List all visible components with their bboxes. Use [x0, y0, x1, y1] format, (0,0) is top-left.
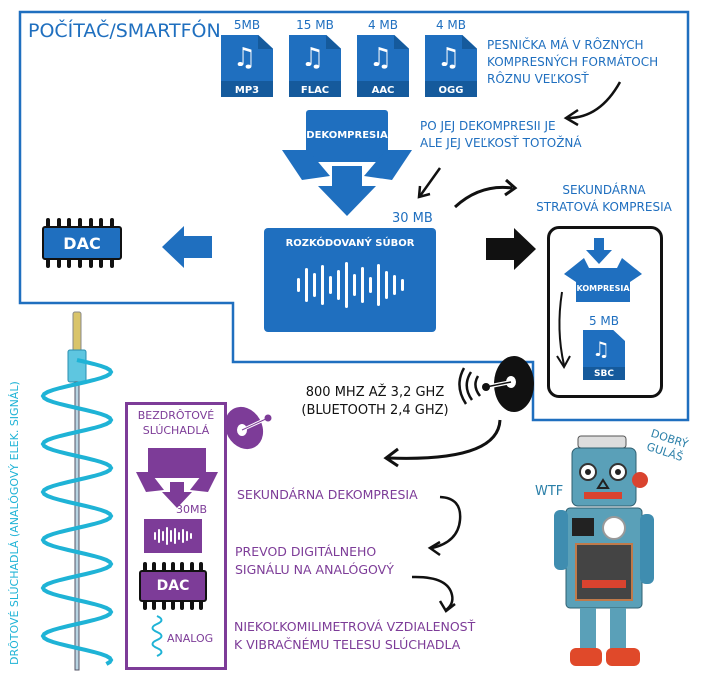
- file-format-label: SBC: [594, 369, 614, 379]
- step-line: Sekundárna dekompresia: [237, 487, 418, 502]
- robot-toy-image: [554, 435, 654, 666]
- wired-headphones-label: Drôtové slúchadlá (analógový elek. signá…: [8, 381, 21, 665]
- wireless-headphones-box: [125, 402, 227, 670]
- music-note-icon: ♫: [301, 43, 325, 73]
- file-size: 15 MB: [296, 18, 334, 32]
- step-line: k vibračnému telesu slúchadla: [234, 637, 461, 652]
- right-arrow-icon: [486, 228, 536, 270]
- wired-headphones-label-container: Drôtové slúchadlá (analógový elek. signá…: [8, 325, 28, 665]
- waveform-icon: [144, 519, 202, 553]
- analog-label: Analog: [167, 632, 214, 645]
- note-same-size: Po jej dekompresii je ale jej veľkosť to…: [420, 118, 582, 152]
- music-note-icon: ♫: [592, 337, 610, 361]
- waveform-box-purple: [144, 519, 202, 553]
- title-line: stratová kompresia: [536, 200, 672, 214]
- file-format-label: AAC: [371, 85, 395, 96]
- waveform-icon: [264, 255, 436, 315]
- note-line: Pesnička má v rôznych: [487, 38, 644, 52]
- note-sizes: Pesnička má v rôznych kompresných formát…: [487, 37, 658, 88]
- note-line: rôznu veľkosť: [487, 72, 589, 86]
- step-line: Niekoľkomilimetrová vzdialenosť: [234, 619, 476, 634]
- signal-helix-icon: [40, 358, 114, 666]
- file-size: 5 MB: [588, 314, 620, 328]
- satellite-dish-icon: [458, 356, 534, 412]
- computer-section-title: Počítač/Smartfón: [28, 20, 221, 42]
- secondary-compression-title: Sekundárna stratová kompresia: [524, 182, 684, 216]
- title-line: Sekundárna: [562, 183, 646, 197]
- frequency-line: 800 MHz až 3,2 GHz: [305, 385, 445, 400]
- step-line: signálu na analógový: [235, 562, 394, 577]
- step-secondary-decompression: Sekundárna dekompresia: [237, 486, 418, 503]
- curved-arrow-icon: [567, 81, 622, 120]
- decoded-file-box: Rozkódovaný súbor: [264, 228, 436, 332]
- compression-box-icon: [564, 238, 642, 302]
- music-note-icon: ♫: [369, 43, 393, 73]
- robot-caption-left: WTF: [535, 484, 564, 499]
- decompression-icon: [282, 110, 412, 216]
- arrow-icon: [418, 167, 442, 197]
- dac-label: DAC: [42, 226, 122, 260]
- frequency-line: (Bluetooth 2,4 GHz): [301, 403, 449, 418]
- note-line: Po jej dekompresii je: [420, 119, 556, 133]
- title-line: Bezdrôtové: [137, 409, 215, 422]
- file-icon-sbc: 5 MB ♫ SBC: [583, 314, 625, 380]
- compression-label: Kompresia: [576, 284, 630, 293]
- signal-waves-icon: [474, 375, 482, 397]
- file-size: 5MB: [233, 18, 261, 32]
- step-digital-to-analog: Prevod digitálneho signálu na analógový: [235, 543, 394, 579]
- wireless-headphones-title: Bezdrôtové slúchadlá: [125, 408, 227, 438]
- curved-arrow-icon: [453, 185, 513, 209]
- step-vibration-distance: Niekoľkomilimetrová vzdialenosť k vibrač…: [234, 618, 475, 654]
- note-line: ale jej veľkosť totožná: [420, 136, 582, 150]
- compression-box: [547, 226, 663, 398]
- decoded-size: 30 MB: [392, 211, 433, 226]
- audio-jack-cable-icon: [40, 311, 114, 671]
- dac-chip-icon: DAC: [42, 218, 122, 270]
- file-size: 4 MB: [435, 18, 467, 32]
- curved-arrow-icon: [411, 575, 454, 611]
- step-line: Prevod digitálneho: [235, 544, 377, 559]
- decompression-icon-purple: [136, 448, 218, 508]
- decoded-file-label: Rozkódovaný súbor: [285, 238, 415, 249]
- file-icon-aac: 4 MB ♫ AAC: [357, 18, 409, 97]
- dac-chip-icon-purple: DAC: [139, 562, 209, 614]
- music-note-icon: ♫: [437, 43, 461, 73]
- note-line: kompresných formátoch: [487, 55, 659, 69]
- file-format-label: OGG: [438, 85, 464, 96]
- satellite-dish-icon-purple: [224, 406, 272, 450]
- analog-wave-icon: [151, 615, 163, 657]
- file-icon-mp3: 5MB ♫ MP3: [221, 18, 273, 97]
- frequency-label: 800 MHz až 3,2 GHz (Bluetooth 2,4 GHz): [290, 384, 460, 420]
- file-size: 4 MB: [367, 18, 399, 32]
- arrow-icon: [558, 291, 565, 366]
- music-note-icon: ♫: [233, 43, 257, 73]
- title-line: slúchadlá: [142, 424, 210, 437]
- left-arrow-icon: [162, 226, 212, 268]
- curved-arrow-icon: [387, 419, 502, 460]
- decompression-label: Dekompresia: [306, 130, 388, 141]
- file-icon-ogg: 4 MB ♫ OGG: [425, 18, 477, 97]
- file-format-label: FLAC: [300, 85, 330, 96]
- dac-label: DAC: [139, 570, 207, 602]
- file-icon-flac: 15 MB ♫ FLAC: [289, 18, 341, 97]
- file-format-label: MP3: [234, 85, 260, 96]
- curved-arrow-icon: [431, 495, 462, 550]
- wireless-size: 30MB: [176, 503, 208, 516]
